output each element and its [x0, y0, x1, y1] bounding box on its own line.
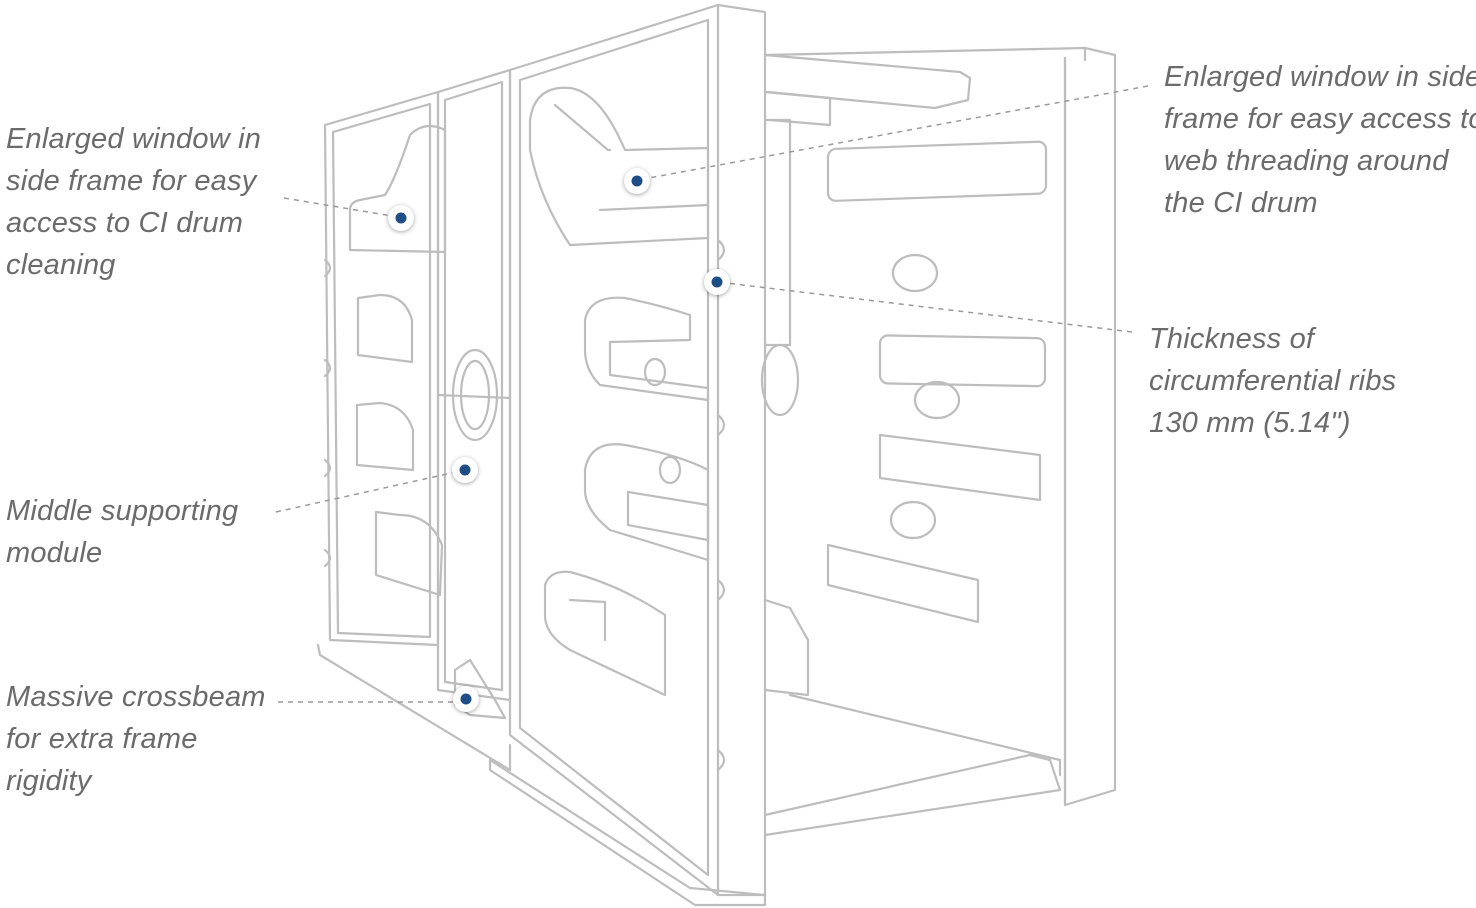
callout-middle: Middle supporting module — [6, 490, 238, 574]
callout-line: circumferential ribs — [1149, 365, 1397, 397]
callout-window-right: Enlarged window in side frame for easy a… — [1164, 56, 1476, 224]
callout-line: Enlarged window in — [6, 123, 262, 155]
callout-line: rigidity — [6, 765, 92, 797]
callout-line: frame for easy access to — [1164, 103, 1476, 135]
machine-frame-drawing — [316, 3, 1117, 907]
marker-dots — [388, 168, 730, 712]
callout-line: Thickness of — [1149, 323, 1315, 355]
callout-line: the CI drum — [1164, 187, 1318, 219]
callout-line: for extra frame — [6, 723, 198, 755]
rear-plate — [763, 46, 1117, 807]
marker-dot — [711, 276, 723, 288]
callout-line: cleaning — [6, 249, 116, 281]
callout-line: Massive crossbeam — [6, 681, 266, 713]
marker-dot — [395, 212, 407, 224]
callout-line: access to CI drum — [6, 207, 244, 239]
left-side-plate — [323, 90, 440, 647]
marker-dot — [459, 464, 471, 476]
callout-ribs: Thickness of circumferential ribs 130 mm… — [1149, 318, 1396, 444]
callout-line: module — [6, 537, 103, 569]
callout-line: Middle supporting — [6, 495, 239, 527]
leader-lines — [275, 85, 1149, 703]
marker-dot — [460, 693, 472, 705]
callout-line: 130 mm (5.14") — [1149, 407, 1351, 439]
marker-dot — [631, 175, 643, 187]
callout-line: Enlarged window in side — [1164, 61, 1476, 93]
callout-line: side frame for easy — [6, 165, 257, 197]
front-plate — [508, 3, 720, 897]
callout-line: web threading around — [1164, 145, 1449, 177]
middle-module — [436, 68, 512, 702]
callout-crossbeam: Massive crossbeam for extra frame rigidi… — [6, 676, 266, 802]
callout-window-left: Enlarged window in side frame for easy a… — [6, 118, 261, 286]
